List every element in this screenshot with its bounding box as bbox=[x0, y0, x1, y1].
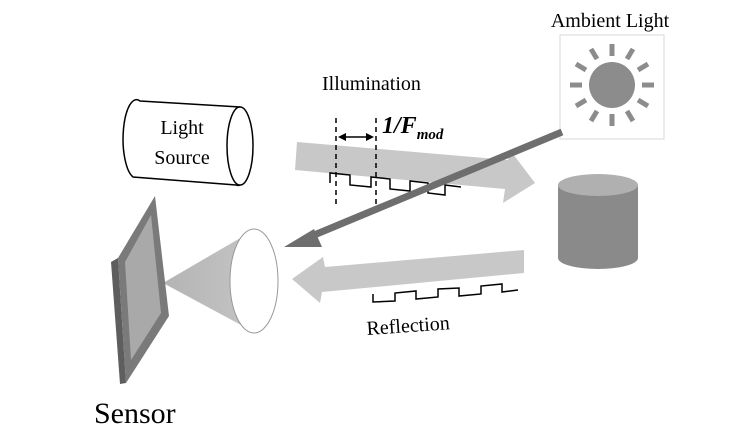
ambient-light-ray bbox=[284, 128, 564, 247]
ambient-light-source: Ambient Light bbox=[551, 10, 670, 140]
reflection-beam: Reflection bbox=[292, 250, 524, 340]
light-cone bbox=[163, 230, 254, 332]
period-markers bbox=[335, 118, 377, 205]
ambient-ray-arrowhead bbox=[284, 229, 322, 247]
sun-icon bbox=[570, 44, 654, 126]
target-cylinder-body bbox=[558, 186, 638, 269]
illumination-arrow bbox=[295, 142, 535, 203]
target-cylinder-top bbox=[558, 174, 638, 196]
target-object bbox=[558, 174, 638, 269]
light-source: Light Source bbox=[122, 98, 254, 187]
receiver-optics bbox=[163, 228, 279, 334]
sensor-frame-side bbox=[111, 258, 126, 384]
period-prefix: 1/F bbox=[382, 113, 417, 139]
period-label: 1/Fmod bbox=[382, 113, 444, 143]
period-subscript: mod bbox=[417, 127, 444, 143]
reflection-arrow bbox=[292, 250, 524, 303]
sensor-face bbox=[125, 215, 161, 360]
light-source-cap bbox=[226, 106, 254, 186]
reflection-waveform bbox=[372, 283, 519, 303]
illumination-beam: Illumination 1/Fmod bbox=[295, 73, 535, 205]
light-source-label-line1: Light bbox=[160, 117, 204, 139]
lens bbox=[229, 228, 279, 334]
sensor-label: Sensor bbox=[94, 397, 176, 430]
sensor-panel: Sensor bbox=[94, 196, 176, 430]
reflection-label: Reflection bbox=[366, 312, 451, 340]
light-source-label-line2: Source bbox=[154, 147, 210, 169]
modulation-waveform bbox=[329, 172, 462, 196]
illumination-label: Illumination bbox=[322, 73, 421, 95]
ambient-light-label: Ambient Light bbox=[551, 10, 670, 32]
